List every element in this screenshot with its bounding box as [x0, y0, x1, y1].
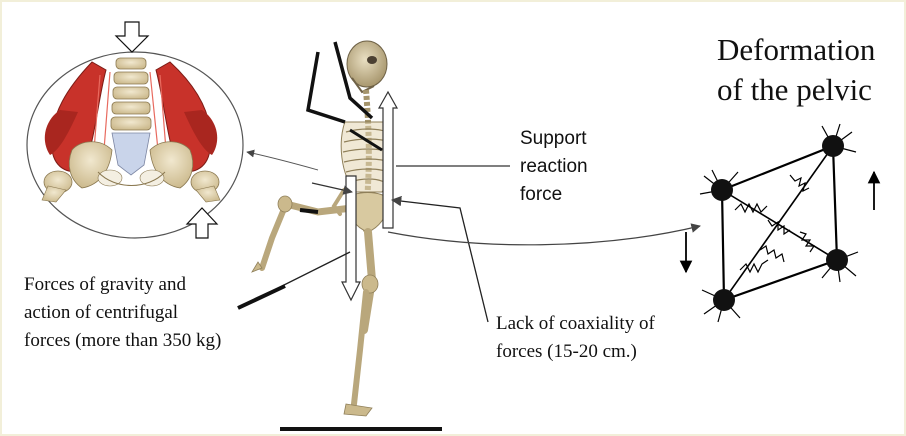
node-top-right [822, 124, 856, 157]
load-down-arrow-icon [116, 22, 148, 52]
pelvis-callout-arrow [247, 152, 318, 170]
node-bottom-left [702, 289, 740, 322]
model-frame [722, 146, 837, 300]
gravity-label-line-1: Forces of gravity and [24, 274, 186, 296]
gravity-label-pointer [238, 286, 285, 308]
support-reaction-label-line-1: Support [520, 128, 587, 150]
model-title-line-2: of the pelvic [717, 72, 872, 108]
pelvis-illustration [27, 22, 243, 238]
model-connector-arrow [388, 226, 700, 245]
rear-shin [262, 204, 286, 268]
spring-3 [760, 246, 784, 262]
coaxiality-label-line-2: forces (15-20 cm.) [496, 341, 637, 363]
stance-shin [354, 292, 366, 404]
pelvic-deformation-model [686, 124, 874, 322]
coaxiality-pointer [392, 200, 488, 322]
model-title-line-1: Deformation [717, 32, 875, 68]
gravity-label-line-3: forces (more than 350 kg) [24, 330, 221, 352]
rear-thigh [286, 204, 352, 212]
skeleton-figure [252, 41, 442, 429]
spring-1 [735, 204, 767, 212]
support-reaction-label-line-3: force [520, 184, 562, 206]
support-reaction-label-line-2: reaction [520, 156, 588, 178]
gravity-label-line-2: action of centrifugal [24, 302, 178, 324]
coaxiality-label-line-1: Lack of coaxiality of [496, 313, 655, 335]
stance-foot [344, 404, 372, 416]
